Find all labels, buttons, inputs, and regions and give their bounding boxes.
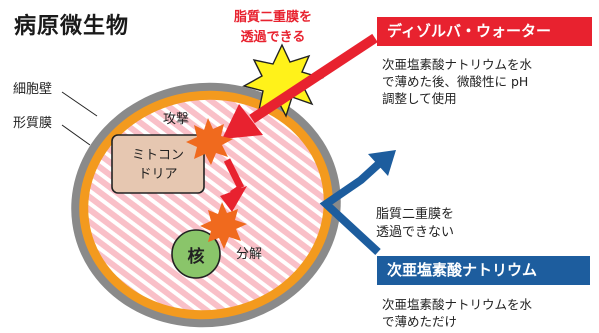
hypochlorite-product-label: 次亜塩素酸ナトリウム [377,256,590,285]
decompose-label: 分解 [236,247,263,262]
decompose-burst [200,202,247,249]
diesolba-desc-line-3: 調整して使用 [382,91,457,106]
diesolba-desc-line-2: で薄めた後、微酸性に pH [382,74,529,89]
passes-membrane-label: 脂質二重膜を 透過できる [221,8,325,48]
hypochlorite-description: 次亜塩素酸ナトリウムを水 で薄めただけ [382,296,532,330]
cannot-pass-line-1: 脂質二重膜を [376,207,455,222]
impact-burst [242,43,325,118]
red-arrow-head [222,104,263,139]
cell-wall-label: 細胞壁 [13,82,53,97]
mitochondria-label: ミトコン ドリア [112,146,204,184]
mitochondria-label-line-1: ミトコン [131,148,184,163]
cell-membrane-label: 形質膜 [13,116,53,131]
small-red-arrow-head [220,186,247,212]
hypochlorite-desc-line-1: 次亜塩素酸ナトリウムを水 [382,297,533,312]
mitochondria [111,134,205,194]
attack-label: 攻撃 [163,112,190,127]
diesolba-description: 次亜塩素酸ナトリウムを水 で薄めた後、微酸性に pH 調整して使用 [382,56,532,107]
blue-arrow-head [368,150,396,176]
passes-membrane-line-2: 透過できる [240,30,306,45]
page-title: 病原微生物 [14,14,130,39]
attack-burst [186,118,233,165]
diesolba-desc-line-1: 次亜塩素酸ナトリウムを水 [382,57,533,72]
nucleus-label: 核 [187,247,205,267]
blue-arrow-line [319,157,386,255]
mitochondria-label-line-2: ドリア [138,167,178,182]
cell-wall-leader [61,91,98,117]
red-arrow-shaft [249,33,378,124]
hypochlorite-desc-line-2: で薄めただけ [382,314,458,329]
cell-membrane-leader [61,124,91,146]
passes-membrane-line-1: 脂質二重膜を [233,10,312,25]
cannot-pass-line-2: 透過できない [376,225,455,240]
cannot-pass-label: 脂質二重膜を 透過できない [376,206,454,242]
diesolba-product-label: ディゾルバ・ウォーター [377,17,592,46]
small-red-arrow-shaft [223,158,245,190]
